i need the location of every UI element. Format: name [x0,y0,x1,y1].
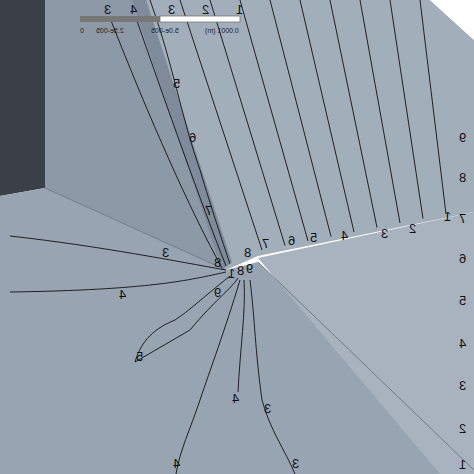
contour-line [150,0,230,264]
contour-line [176,280,240,474]
scale-value: 0 [80,27,84,34]
contour-number: 9 [246,262,253,275]
legend-level: 3 [459,379,466,392]
legend-level: 9 [459,131,466,144]
contour-number: 1 [444,210,451,223]
contour-line [390,0,423,219]
contour-line [135,276,238,362]
contour-line [238,280,244,392]
contour-number: 5 [310,231,317,244]
contour-line [250,280,295,474]
contour-line [210,0,285,246]
corner [430,0,474,40]
contour-number: 7 [205,204,212,217]
contour-number: 4 [232,392,239,405]
contour-number: 6 [189,131,196,144]
contour-number: 4 [130,3,137,16]
legend-level: 1 [459,458,466,471]
contour-number: 1 [228,267,235,280]
contour-number: 3 [264,402,271,415]
contour-number: 4 [341,229,348,242]
contour-number: 9 [214,286,221,299]
contour-number: 6 [288,234,295,247]
contour-number: 3 [292,457,299,470]
contour-number: 3 [104,3,111,16]
contour-line [330,0,377,228]
contour-number: 8 [237,264,244,277]
contour-number: 1 [236,3,243,16]
legend-level: 7 [459,212,466,225]
contour-number: 4 [119,288,126,301]
contour-line [136,18,226,266]
legend-level: 5 [459,294,466,307]
contour-number: 5 [136,350,143,363]
contour-number: 4 [173,457,180,470]
contour-line [10,272,226,292]
weld-fillet [132,0,232,270]
contour-line [360,0,400,223]
legend-level: 8 [459,171,466,184]
contour-number: 5 [173,77,180,90]
contour-line [110,18,222,268]
contour-line [300,0,354,232]
contour-line [270,0,331,237]
contour-line [240,0,308,241]
contour-number: 3 [162,246,169,259]
dark-face [0,0,45,196]
contour-number: 2 [409,222,416,235]
scale-bar [160,16,240,22]
scale-value: 2.5e-005 [96,27,124,34]
edge [258,262,474,470]
scale-bar [80,16,160,22]
contour-line [10,236,226,270]
contour-number: 3 [381,227,388,240]
contour-number: 2 [202,3,209,16]
step-face [258,212,474,474]
contour-number: 3 [168,3,175,16]
edge [45,188,226,270]
legend-level: 4 [459,337,466,350]
contour-number: 8 [244,246,251,259]
contour-line [420,0,446,214]
legend-level: 2 [459,422,466,435]
scale-value: 0.0001 (m) [205,27,239,34]
scale-value: 5.0e-005 [151,27,179,34]
contour-lines [10,0,446,474]
contour-number: 7 [262,237,269,250]
contour-number: 8 [214,256,221,269]
legend-level: 6 [459,252,466,265]
